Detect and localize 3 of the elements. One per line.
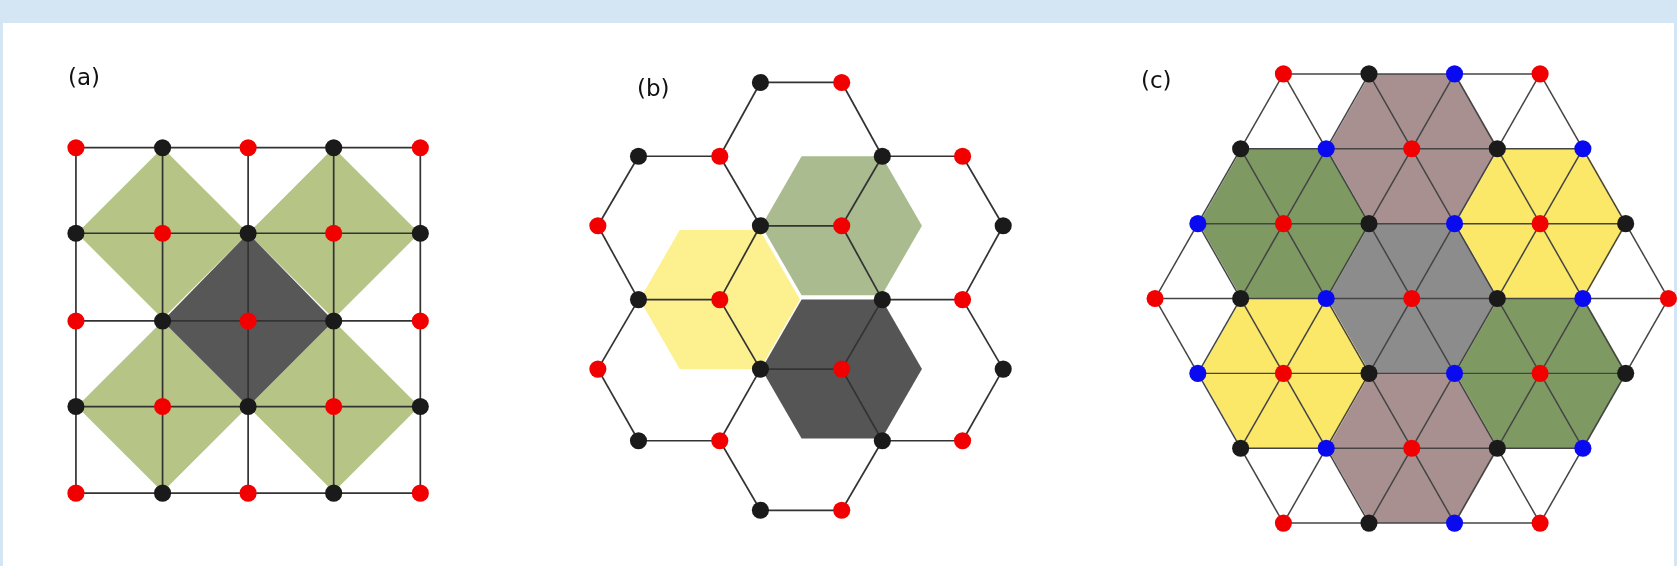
panel-label: (a) [68,66,101,89]
panel-label: (c) [1141,69,1172,92]
panel-label: (b) [637,77,670,100]
